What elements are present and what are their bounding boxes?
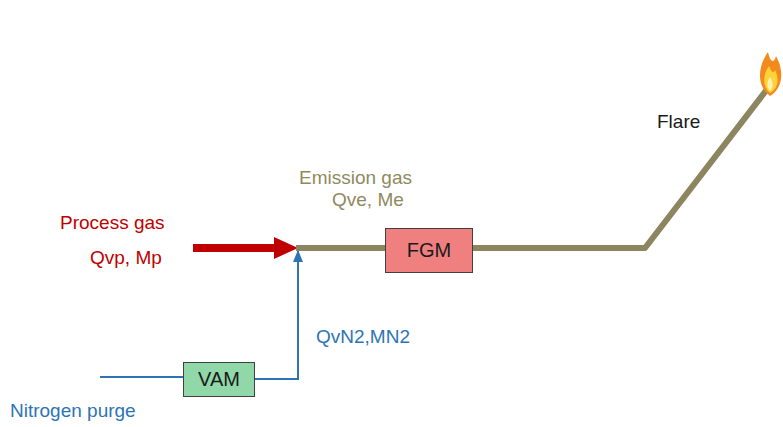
nitrogen-connector (255, 248, 385, 379)
connector-line (255, 248, 385, 379)
stream-name: Nitrogen purge (10, 401, 136, 422)
box-text: VAM (198, 368, 240, 391)
flare-flame (760, 52, 781, 96)
emission-line (296, 88, 768, 248)
process-gas-line (193, 244, 278, 252)
arrowhead (293, 250, 303, 262)
stream-name: Emission gas (299, 168, 412, 189)
stream-name: Process gas (60, 213, 165, 234)
process-gas-arrowhead (274, 237, 298, 259)
nitrogen-line (100, 376, 183, 378)
flare-label: Flare (657, 112, 700, 133)
stream-variables: Qvp, Mp (90, 248, 162, 269)
meter-box: VAM (183, 362, 255, 397)
box-text: FGM (407, 239, 451, 262)
flow-meter-box: FGM (385, 228, 473, 273)
stream-variables: QvN2,MN2 (316, 327, 410, 348)
stream-variables: Qve, Me (332, 190, 404, 211)
